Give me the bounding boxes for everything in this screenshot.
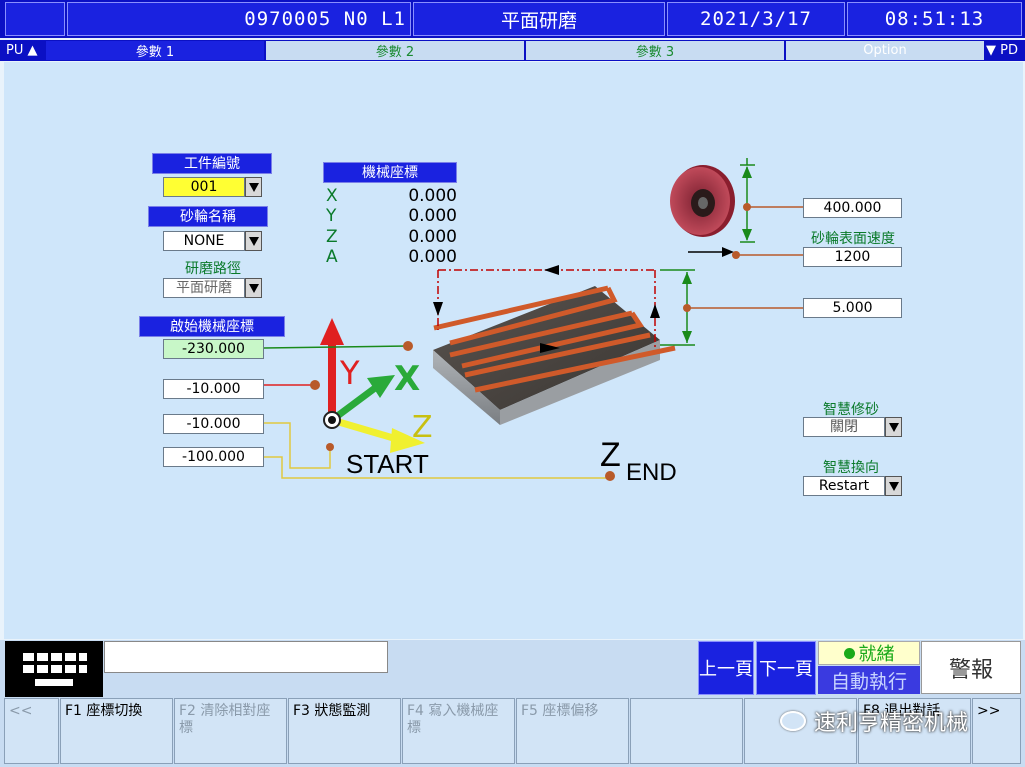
smart-reverse-label: 智慧換向	[823, 460, 879, 476]
coord-value-x: 0.000	[408, 186, 457, 206]
wheel-speed-input[interactable]: 1200	[803, 247, 902, 267]
ready-status-text: 就緒	[858, 644, 895, 665]
coordinate-axes	[320, 318, 425, 453]
path-arrow-right	[540, 343, 560, 353]
fkey-f4-write-machine-coord[interactable]: F4 寫入機械座標	[402, 698, 515, 764]
wheel-diameter-input[interactable]: 400.000	[803, 198, 902, 218]
coord-axis-x: X	[326, 186, 338, 206]
start-y-input[interactable]: -10.000	[163, 379, 264, 399]
tab-option[interactable]: Option	[786, 41, 984, 60]
fkey-f2-clear-relative[interactable]: F2 清除相對座標	[174, 698, 287, 764]
smart-reverse-select[interactable]: Restart	[803, 476, 885, 496]
tab-param-1[interactable]: 參數 1	[46, 41, 264, 60]
date-display: 2021/3/17	[667, 2, 845, 36]
smart-dress-label: 智慧修砂	[823, 402, 879, 418]
fkey-f7[interactable]	[744, 698, 857, 764]
command-input[interactable]	[104, 641, 388, 673]
coord-axis-a: A	[326, 247, 338, 267]
start-label: START	[346, 449, 429, 479]
path-arrow-left	[544, 265, 559, 275]
watermark-text: 速利亨精密机械	[814, 711, 969, 736]
ready-status: 就緒	[818, 641, 920, 665]
workpiece-no-label: 工件編號	[152, 153, 272, 174]
axis-y-label: Y	[339, 354, 360, 392]
grind-path-dropdown-icon[interactable]	[245, 278, 262, 298]
fkey-f1-coord-switch[interactable]: F1 座標切換	[60, 698, 173, 764]
alarm-button[interactable]: 警報	[921, 641, 1021, 694]
keyboard-button[interactable]	[5, 641, 103, 697]
status-blank-cell	[5, 2, 65, 36]
path-arrow-up	[650, 304, 660, 318]
zend-z-label: Z	[600, 436, 621, 474]
ready-indicator-icon	[843, 647, 855, 659]
pitch-input[interactable]: 5.000	[803, 298, 902, 318]
start-z-input[interactable]: -10.000	[163, 414, 264, 434]
page-up-button[interactable]: PU ▲	[6, 43, 38, 58]
grind-path-label: 研磨路徑	[185, 261, 241, 277]
coord-value-a: 0.000	[408, 247, 457, 267]
coord-value-z: 0.000	[408, 227, 457, 247]
coord-axis-z: Z	[326, 227, 338, 247]
end-z-input[interactable]: -100.000	[163, 447, 264, 467]
grinding-path	[433, 285, 676, 393]
fkey-f5-coord-offset[interactable]: F5 座標偏移	[516, 698, 629, 764]
tab-param-3[interactable]: 參數 3	[526, 41, 784, 60]
mode-title: 平面研磨	[413, 2, 665, 36]
auto-exec-status: 自動執行	[818, 666, 920, 694]
grind-path-select[interactable]: 平面研磨	[163, 278, 245, 298]
top-status-bar: 0970005 N0 L1 平面研磨 2021/3/17 08:51:13	[0, 0, 1025, 38]
coord-value-y: 0.000	[408, 206, 457, 226]
keyboard-icon	[23, 653, 87, 686]
wheel-name-dropdown-icon[interactable]	[245, 231, 262, 251]
zend-sub-label: END	[626, 459, 677, 486]
fkey-scroll-left[interactable]: <<	[4, 698, 59, 764]
fkey-scroll-right[interactable]: >>	[972, 698, 1021, 764]
fkey-f3-status-monitor[interactable]: F3 狀態監測	[288, 698, 401, 764]
path-arrow-down	[433, 302, 443, 316]
start-coord-label: 啟始機械座標	[139, 316, 285, 337]
axis-z-label: Z	[412, 410, 433, 445]
fkey-f8-exit-dialog[interactable]: F8 退出對話	[858, 698, 971, 764]
page-down-button[interactable]: ▼ PD	[986, 43, 1018, 58]
tab-param-2[interactable]: 參數 2	[266, 41, 524, 60]
machine-coord-title: 機械座標	[323, 162, 457, 183]
start-x-input[interactable]: -230.000	[163, 339, 264, 359]
wheel-name-label: 砂輪名稱	[148, 206, 268, 227]
fkey-f6[interactable]	[630, 698, 743, 764]
grinding-wheel	[670, 165, 735, 237]
parameter-tab-bar: PU ▲ 參數 1 參數 2 參數 3 Option ▼ PD	[0, 40, 1025, 61]
wheel-speed-label: 砂輪表面速度	[811, 231, 895, 247]
watermark: 速利亨精密机械	[780, 706, 1010, 736]
smart-dress-select[interactable]: 關閉	[803, 417, 885, 437]
smart-reverse-dropdown-icon[interactable]	[885, 476, 902, 496]
wechat-icon	[780, 711, 806, 731]
wheel-name-select[interactable]: NONE	[163, 231, 245, 251]
prev-page-button[interactable]: 上一頁	[698, 641, 754, 695]
coord-axis-y: Y	[326, 206, 337, 226]
next-page-button[interactable]: 下一頁	[756, 641, 816, 695]
axis-x-label: X	[394, 359, 420, 399]
time-display: 08:51:13	[847, 2, 1022, 36]
smart-dress-dropdown-icon[interactable]	[885, 417, 902, 437]
program-number: 0970005 N0 L1	[67, 2, 411, 36]
workpiece-no-select[interactable]: 001	[163, 177, 245, 197]
workpiece-no-dropdown-icon[interactable]	[245, 177, 262, 197]
